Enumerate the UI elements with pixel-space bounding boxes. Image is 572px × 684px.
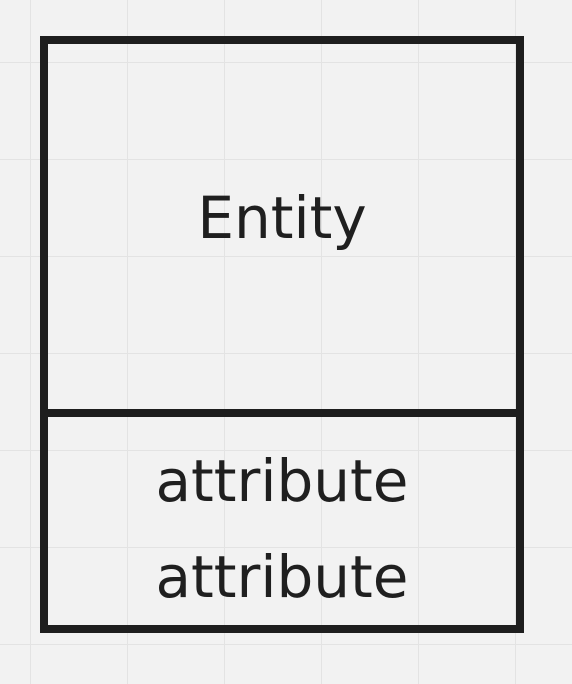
entity-shape[interactable]: Entity attribute attribute bbox=[40, 36, 524, 633]
attribute-item[interactable]: attribute bbox=[155, 447, 409, 515]
attribute-list[interactable]: attribute attribute bbox=[48, 417, 516, 625]
attribute-item[interactable]: attribute bbox=[155, 543, 409, 611]
entity-header[interactable]: Entity bbox=[48, 44, 516, 417]
entity-name[interactable]: Entity bbox=[197, 183, 367, 252]
